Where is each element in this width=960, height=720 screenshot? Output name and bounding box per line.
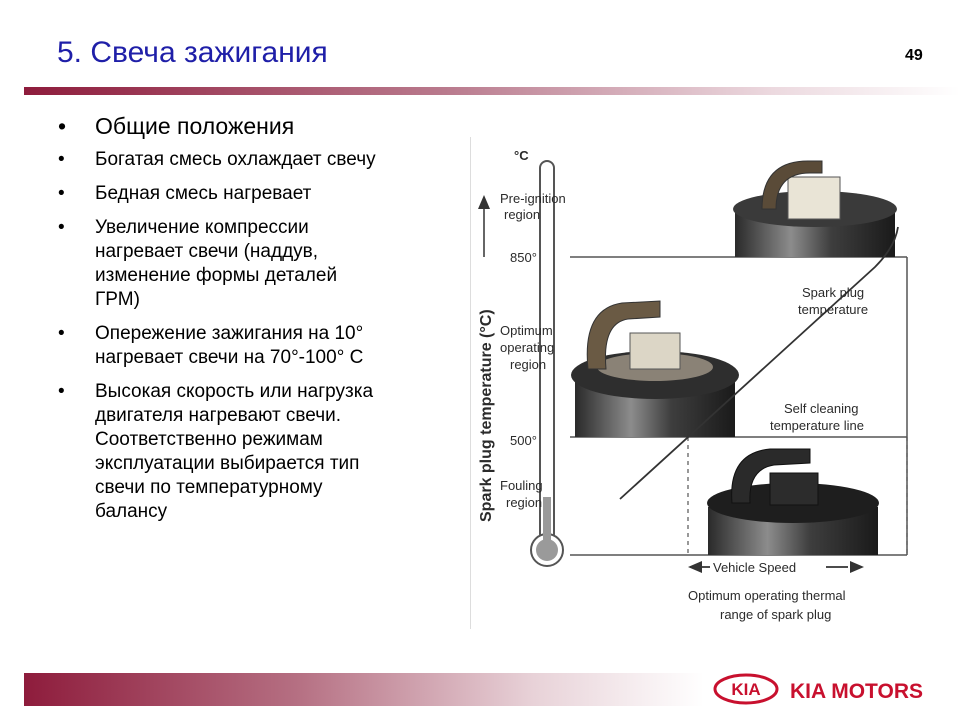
tick-500: 500° <box>510 433 537 448</box>
tick-850: 850° <box>510 250 537 265</box>
bullet-icon: • <box>58 217 65 238</box>
bullet-text: Богатая смесь охлаждает свечу <box>95 149 376 170</box>
bullet-item: • Опережение зажигания на 10° нагревает с… <box>58 322 458 370</box>
self-cleaning-label: temperature line <box>770 418 864 433</box>
bullet-text: Общие положения <box>95 113 295 139</box>
page-number: 49 <box>905 47 923 64</box>
kia-oval-icon <box>713 673 779 705</box>
title-divider <box>24 87 960 95</box>
plug-temperature-label: temperature <box>798 302 868 317</box>
bullet-icon: • <box>58 183 65 204</box>
bullet-text: Высокая скорость или нагрузка двигателя … <box>95 381 374 522</box>
bullet-icon: • <box>58 149 65 170</box>
range-label: range of spark plug <box>720 607 831 622</box>
bullet-list: • Общие положения • Богатая смесь охлаждае… <box>58 112 458 534</box>
region-preignition-label: Pre-ignition <box>500 191 566 206</box>
bullet-icon: • <box>58 113 67 139</box>
region-fouling-label: Fouling <box>500 478 543 493</box>
region-labels: Pre-ignition region Optimum operating re… <box>500 191 566 510</box>
region-optimum-label: region <box>510 357 546 372</box>
bullet-item: • Высокая скорость или нагрузка двигателя… <box>58 380 458 524</box>
thermometer-icon <box>530 160 564 567</box>
spark-plug-temperature-line <box>619 226 899 500</box>
region-fouling-label: region <box>506 495 542 510</box>
y-axis-label: Spark plug temperature (°C) <box>478 309 495 522</box>
region-preignition-label: region <box>504 207 540 222</box>
bullet-item: • Бедная смесь нагревает <box>58 182 458 206</box>
bullet-item: • Увеличение компрессии нагревает свечи (… <box>58 216 458 312</box>
region-optimum-label: Optimum <box>500 323 553 338</box>
spark-plug-image-middle <box>571 300 739 437</box>
spark-plug-image-bottom <box>707 448 879 555</box>
bullet-text: Увеличение компрессии нагревает свечи (н… <box>95 217 338 310</box>
plug-temperature-label: Spark plug <box>802 285 864 300</box>
spark-plug-temperature-diagram: Spark plug temperature (°C) °C 850° 500°… <box>470 137 925 629</box>
vehicle-speed-arrow <box>688 559 864 575</box>
bullet-icon: • <box>58 323 65 344</box>
slide-title: 5. Свеча зажигания <box>57 36 328 69</box>
bullet-text: Бедная смесь нагревает <box>95 183 312 204</box>
kia-motors-logo: KIA KIA MOTORS <box>712 672 932 706</box>
bullet-text: Опережение зажигания на 10° нагревает св… <box>95 323 364 368</box>
bullet-item: • Общие положения <box>58 112 458 140</box>
self-cleaning-label: Self cleaning <box>784 401 858 416</box>
y-axis-arrow <box>478 195 490 257</box>
range-label: Optimum operating thermal <box>688 588 846 603</box>
logo-wordmark: KIA MOTORS <box>790 680 923 703</box>
region-optimum-label: operating <box>500 340 554 355</box>
spark-plug-image-top <box>733 160 897 257</box>
bullet-item: • Богатая смесь охлаждает свечу <box>58 148 458 172</box>
footer-bar <box>24 673 704 706</box>
logo-badge-text: KIA <box>731 680 760 699</box>
unit-label: °C <box>514 148 529 163</box>
bullet-icon: • <box>58 381 65 402</box>
x-axis-label: Vehicle Speed <box>713 560 796 575</box>
